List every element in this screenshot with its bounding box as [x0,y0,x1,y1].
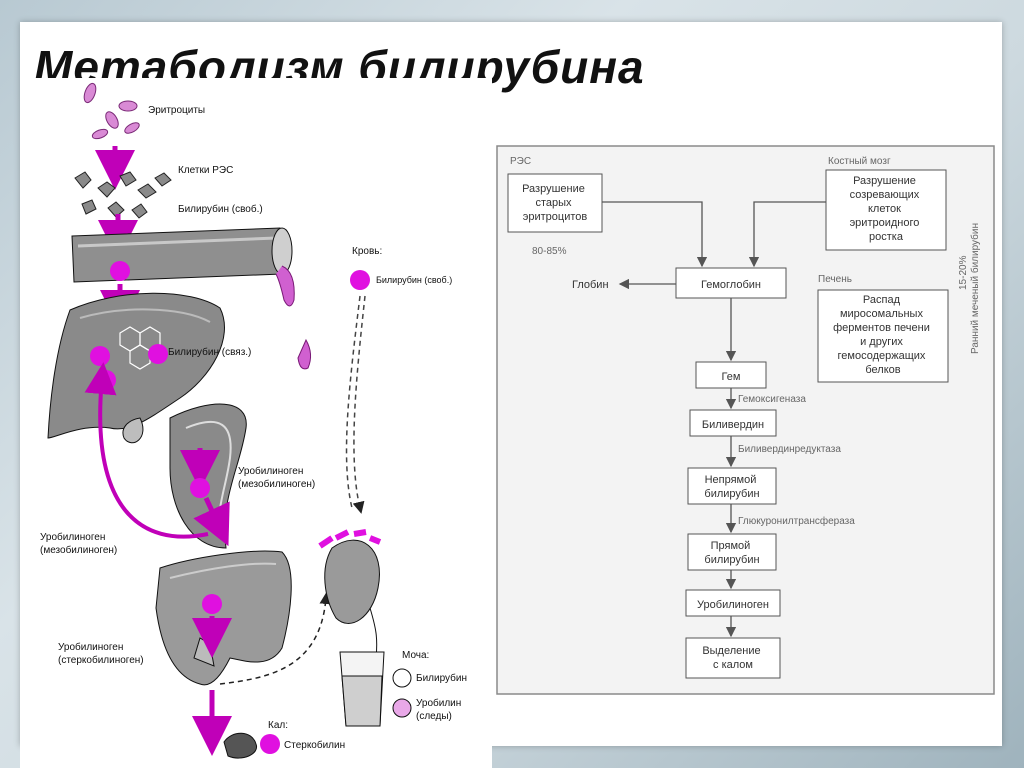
label-erythrocytes: Эритроциты [148,105,205,116]
bilirubin-bound-marker-1 [90,346,110,366]
feces-illustration [223,732,258,759]
res-box-line-1: Разрушение [522,183,585,195]
label-urine: Моча: [402,650,429,661]
indirect-line-2: билирубин [704,488,759,500]
box-res-destruction [507,173,603,233]
box-bone-marrow-destruction [825,169,947,251]
label-urobilinogen-sterco: Уробилиноген [58,641,123,653]
urobilinogen-label: Уробилиноген [697,599,769,611]
urine-bilirubin-marker [392,668,412,688]
box-indirect-bilirubin [687,467,777,505]
urine-urobilin-marker [392,698,412,718]
box-liver-decay [817,289,949,383]
box-hemoglobin [675,267,787,299]
label-urobilinogen-meso: Уробилиноген [238,465,303,477]
bilirubin-bound-marker-2 [148,344,168,364]
bone-marrow-line-2: созревающих [850,189,920,201]
liver-line-6: белков [865,364,900,376]
res-box-line-2: старых [535,197,572,209]
side-percent: 15-20% [958,255,969,290]
bone-marrow-line-4: эритроидного [850,217,920,229]
bone-marrow-line-5: ростка [869,231,904,243]
urine-glass [339,651,385,727]
liver-line-3: ферментов печени [833,322,930,334]
hemoglobin-label: Гемоглобин [701,279,761,291]
svg-text:Разрушение созревающих: Разрушение созревающих клеток эритроидно… [850,175,923,243]
svg-text:Разрушение старых эрит: Разрушение старых эритроцитов [522,183,588,223]
svg-text:Распад миросомальных ф: Распад миросомальных ферментов печени и … [833,294,933,376]
res-box-line-3: эритроцитов [523,211,588,223]
direct-line-2: билирубин [704,554,759,566]
biliverdin-label: Биливердин [702,419,764,431]
excretion-line-2: с калом [713,659,753,671]
label-bilirubin-free: Билирубин (своб.) [178,203,263,215]
svg-text:Прямой билирубин: Прямой билирубин [704,540,759,566]
enzyme-biliverdin-reductase: Биливердинредуктаза [738,444,841,455]
res-cells [74,171,172,219]
box-urobilinogen [685,589,781,617]
bilirubin-bound-marker-3 [96,370,116,390]
label-feces: Кал: [268,720,288,731]
box-direct-bilirubin [687,533,777,571]
bilirubin-metabolism-flowchart: РЭС Разрушение старых эритроцитов 80-85%… [496,145,995,695]
label-urine-urobilin: Уробилин [416,697,461,709]
box-biliverdin [689,409,777,437]
urobilinogen-sterco-marker [202,594,222,614]
label-res-cells: Клетки РЭС [178,165,233,176]
side-early-labeled-bilirubin: Ранний меченый билирубин [969,223,981,354]
label-urobilinogen-left-sub: (мезобилиноген) [40,544,117,556]
globin-label: Глобин [572,279,609,291]
label-urobilinogen-sterco-sub: (стеркобилиноген) [58,654,144,666]
label-urine-urobilin-sub: (следы) [416,711,452,722]
bilirubin-free-marker [110,261,130,281]
liver-line-2: миросомальных [840,308,923,320]
label-urine-bilirubin: Билирубин [416,672,467,684]
label-bilirubin-bound: Билирубин (связ.) [168,346,251,358]
blood-bilirubin-marker [350,270,370,290]
liver-line-1: Распад [863,294,901,306]
label-bone-marrow: Костный мозг [828,156,891,167]
label-blood: Кровь: [352,246,382,257]
enzyme-glucuronyltransferase: Глюкуронилтрансфераза [738,515,855,527]
label-blood-bilirubin-free: Билирубин (своб.) [376,275,452,285]
svg-text:Непрямой билирубин: Непрямой билирубин [704,474,759,500]
label-percent-80: 80-85% [532,246,567,257]
stercobilin-marker [260,734,280,754]
box-heme [695,361,767,389]
indirect-line-1: Непрямой [705,474,757,486]
svg-text:Выделение с калом: Выделение с калом [702,645,763,671]
box-excretion [685,637,781,679]
label-urobilinogen-left: Уробилиноген [40,531,105,543]
bone-marrow-line-3: клеток [868,203,901,215]
excretion-line-1: Выделение [702,645,760,657]
label-res: РЭС [510,156,531,167]
bilirubin-pathway-illustration: Эритроциты Клетки РЭС Билирубин (своб.) … [20,78,492,768]
label-stercobilin: Стеркобилин [284,739,345,751]
heme-label: Гем [722,371,741,383]
label-urobilinogen-meso-sub: (мезобилиноген) [238,478,315,490]
label-liver: Печень [818,274,852,285]
liver-line-5: гемосодержащих [838,350,926,362]
urobilinogen-meso-marker [190,478,210,498]
liver [47,292,225,444]
kidney [318,529,382,659]
enzyme-heme-oxygenase: Гемоксигеназа [738,394,806,405]
liver-line-4: и других [860,336,903,348]
bone-marrow-line-1: Разрушение [853,175,916,187]
direct-line-1: Прямой [711,540,751,552]
erythrocytes-cluster [83,82,140,140]
